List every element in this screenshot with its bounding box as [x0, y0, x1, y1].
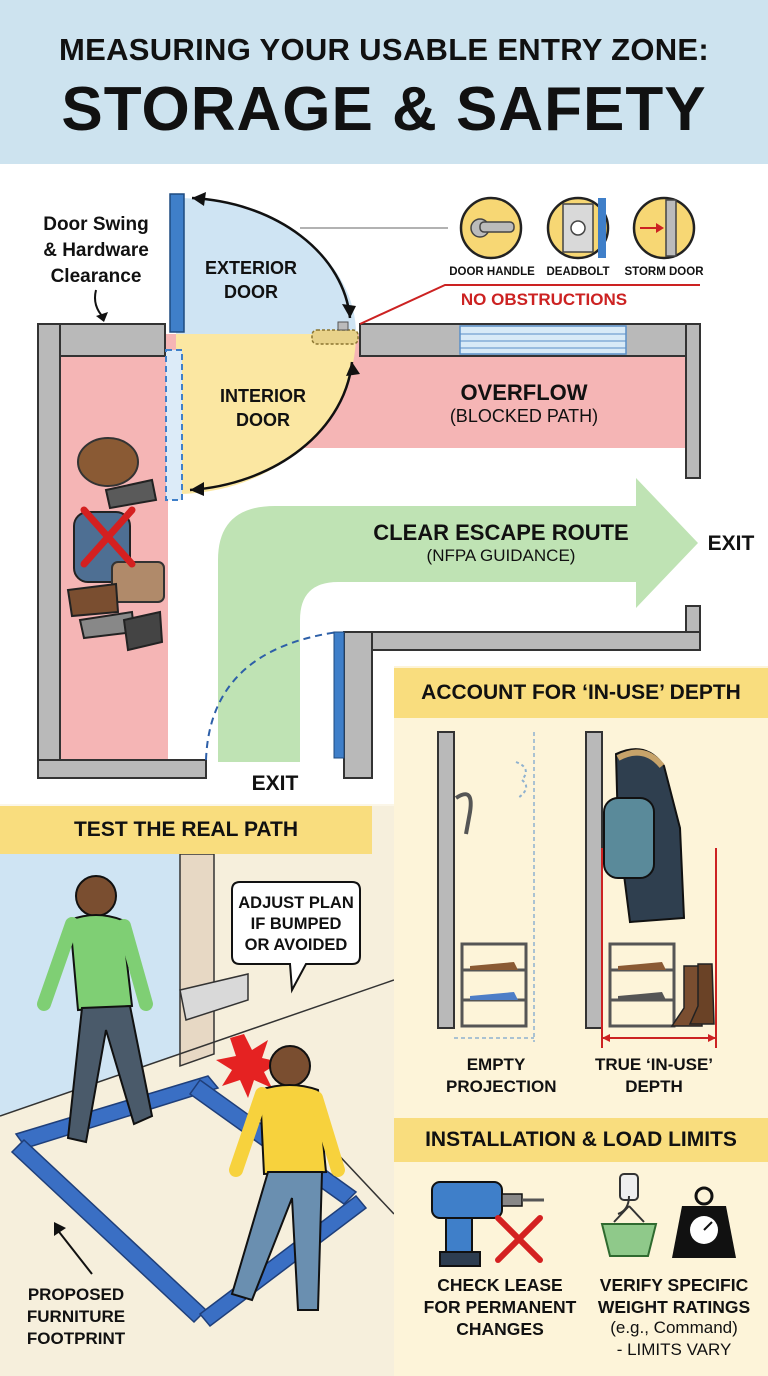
exit-label-right: EXIT: [707, 532, 755, 555]
title-line2: STORAGE & SAFETY: [61, 75, 707, 144]
no-obstructions-label: NO OBSTRUCTIONS: [460, 290, 628, 309]
drill-icon: [431, 1181, 544, 1267]
weight-ratings-label: VERIFY SPECIFIC WEIGHT RATINGS: [597, 1275, 751, 1317]
exit-door-leaf: [333, 631, 345, 759]
speech-bubble-text: ADJUST PLAN IF BUMPED OR AVOIDED: [238, 894, 354, 954]
floorplan-diagram: [37, 192, 701, 779]
hardware-label-0: DOOR HANDLE: [449, 266, 535, 278]
test-scene: [0, 854, 394, 1328]
install-heading-band: [394, 1118, 768, 1162]
overflow-subtitle: (BLOCKED PATH): [449, 406, 599, 426]
empty-projection-label: EMPTY PROJECTION: [446, 1055, 557, 1096]
depth-panel: [394, 666, 768, 1120]
check-lease-label: CHECK LEASE FOR PERMANENT CHANGES: [423, 1275, 577, 1339]
exit-label-bottom: EXIT: [251, 772, 299, 795]
wall-right-upper: [685, 323, 701, 479]
weight-ratings-example: (e.g., Command): [610, 1318, 738, 1337]
wall-lower-inner-post: [343, 631, 373, 779]
weight-icon: [672, 1186, 736, 1258]
weight-ratings-note: - LIMITS VARY: [616, 1340, 732, 1359]
door-swing-label: Door Swing & Hardware Clearance: [43, 214, 149, 287]
wall-bottom-left: [37, 759, 207, 779]
hardware-label-1: DEADBOLT: [546, 266, 610, 278]
interior-door-leaf: [165, 349, 183, 501]
window: [459, 325, 627, 355]
storm-door-icon: [632, 196, 696, 260]
exterior-door-swing: [176, 198, 356, 334]
interior-door-swing: [176, 334, 356, 494]
blocked-x-icon: [80, 506, 136, 568]
header-band: [0, 0, 768, 164]
walking-person-2: [229, 1045, 345, 1311]
escape-route: [218, 478, 698, 762]
wall-lower-inner: [359, 631, 701, 651]
test-heading: TEST THE REAL PATH: [73, 818, 298, 841]
title-line1: MEASURING YOUR USABLE ENTRY ZONE:: [58, 32, 710, 67]
depth-heading-band: [394, 668, 768, 718]
escape-route-subtitle: (NFPA GUIDANCE): [426, 546, 576, 565]
test-heading-band: [0, 806, 372, 854]
door-handle-icon: [459, 196, 523, 260]
true-depth-label: TRUE ‘IN-USE’ DEPTH: [594, 1055, 714, 1096]
exterior-door-leaf: [169, 193, 185, 333]
escape-route-title: CLEAR ESCAPE ROUTE: [373, 520, 629, 545]
hardware-label-2: STORM DOOR: [624, 266, 704, 278]
cancel-x-icon: [495, 1215, 543, 1263]
depth-heading: ACCOUNT FOR ‘IN-USE’ DEPTH: [421, 681, 741, 704]
install-heading: INSTALLATION & LOAD LIMITS: [425, 1128, 737, 1151]
deadbolt-icon: [546, 196, 610, 260]
footprint-label: PROPOSED FURNITURE FOOTPRINT: [26, 1285, 126, 1348]
wall-left: [37, 323, 61, 779]
install-icons: [431, 1173, 736, 1267]
overflow-title: OVERFLOW: [460, 380, 588, 405]
depth-diagram: [437, 731, 717, 1048]
walking-person-1: [37, 875, 154, 1144]
hook-basket-icon: [600, 1173, 658, 1257]
interior-door-label: INTERIOR DOOR: [219, 386, 306, 430]
exterior-door-label: EXTERIOR DOOR: [204, 258, 297, 302]
